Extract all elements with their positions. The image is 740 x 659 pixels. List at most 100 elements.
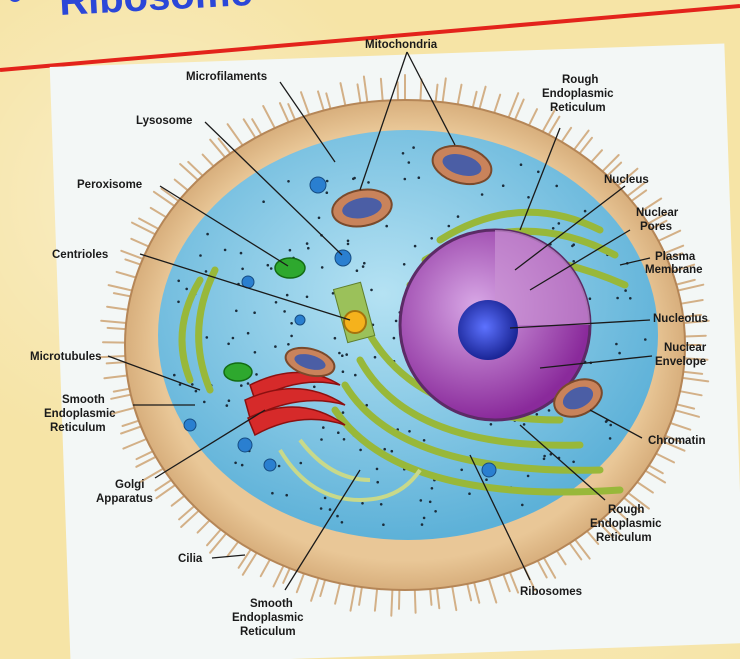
ribosome-dot — [173, 374, 176, 377]
ribosome-dot — [431, 487, 434, 490]
ribosome-dot — [232, 337, 235, 340]
ribosome-dot — [241, 464, 244, 467]
ribosome-dot — [395, 320, 398, 323]
label-smooth-er-bottom-3: Reticulum — [240, 626, 296, 638]
ribosome-dot — [393, 337, 396, 340]
ribosome-dot — [527, 196, 530, 199]
ribosome-dot — [391, 450, 394, 453]
ribosome-dot — [380, 503, 383, 506]
ribosome-dot — [359, 449, 362, 452]
label-centrioles: Centrioles — [52, 249, 108, 261]
ribosome-dot — [457, 215, 460, 218]
ribosome-dot — [376, 468, 379, 471]
label-lysosome: Lysosome — [136, 115, 192, 127]
ribosome-dot — [271, 492, 274, 495]
label-smooth-er-left-1: Smooth — [62, 394, 105, 406]
ribosome-dot — [414, 245, 417, 248]
ribosome-dot — [345, 353, 348, 356]
ribosome-dot — [543, 455, 546, 458]
ribosome-dot — [326, 180, 329, 183]
ribosome-dot — [274, 345, 277, 348]
label-smooth-er-bottom-1: Smooth — [250, 598, 293, 610]
ribosome-dot — [306, 242, 309, 245]
label-mitochondria: Mitochondria — [365, 39, 438, 51]
label-smooth-er-left-3: Reticulum — [50, 422, 106, 434]
ribosome-dot — [408, 430, 411, 433]
ribosome-dot — [285, 494, 288, 497]
ribosome-dot — [468, 492, 471, 495]
ribosome-dot — [572, 260, 575, 263]
ribosome-dot — [322, 426, 325, 429]
ribosome-dot — [552, 227, 555, 230]
ribosome-dot — [206, 336, 209, 339]
ribosome-dot — [403, 263, 406, 266]
ribosome-dot — [558, 222, 561, 225]
label-peroxisome: Peroxisome — [77, 179, 142, 191]
label-chromatin: Chromatin — [648, 435, 706, 447]
ribosome-dot — [624, 289, 627, 292]
ribosome-dot — [421, 523, 424, 526]
ribosome-dot — [354, 374, 357, 377]
ribosome-dot — [460, 469, 463, 472]
ribosome-dot — [536, 413, 539, 416]
ribosome-dot — [341, 354, 344, 357]
ribosome-dot — [185, 288, 188, 291]
ribosome-dot — [618, 352, 621, 355]
ribosome-dot — [275, 301, 278, 304]
label-rough-er-bottom-2: Endoplasmic — [590, 518, 662, 530]
label-nuclear-pores-1: Nuclear — [636, 207, 679, 219]
ribosome-dot — [572, 243, 575, 246]
cilium — [430, 589, 431, 605]
ribosome-dot — [199, 254, 202, 257]
label-smooth-er-left-2: Endoplasmic — [44, 408, 116, 420]
ribosome-dot — [247, 382, 250, 385]
ribosome-dot — [334, 337, 337, 340]
label-rough-er-bottom-1: Rough — [608, 504, 644, 516]
ribosome-dot — [616, 297, 619, 300]
ribosome-dot — [306, 296, 309, 299]
ribosome-dot — [490, 423, 493, 426]
ribosome-dot — [502, 184, 505, 187]
ribosome-dot — [609, 424, 612, 427]
label-microtubules: Microtubules — [30, 351, 102, 363]
ribosome-dot — [629, 297, 632, 300]
label-rough-er-top-3: Reticulum — [550, 102, 606, 114]
ribosome-dot — [448, 225, 451, 228]
ribosome-dot — [362, 265, 365, 268]
cilium — [108, 328, 126, 329]
ribosome-dot — [423, 517, 426, 520]
ribosome-dot — [290, 335, 293, 338]
ribosome-dot — [342, 411, 345, 414]
ribosome-dot — [523, 423, 526, 426]
ribosome-dot — [481, 193, 484, 196]
ribosome-dot — [320, 507, 323, 510]
ribosome-dot — [644, 338, 647, 341]
ribosome-dot — [270, 267, 273, 270]
ribosome-dot — [240, 384, 243, 387]
cilium — [107, 362, 126, 363]
ribosome-dot — [543, 458, 546, 461]
ribosome-dot — [423, 439, 426, 442]
ribosome-dot — [347, 243, 350, 246]
label-nucleus: Nucleus — [604, 174, 649, 186]
label-golgi-1: Golgi — [115, 479, 144, 491]
ribosome-dot — [347, 240, 350, 243]
ribosome-dot — [267, 264, 270, 267]
label-plasma-membrane-1: Plasma — [655, 251, 696, 263]
ribosome-dot — [418, 176, 421, 179]
ribosome-dot — [338, 352, 341, 355]
label-smooth-er-bottom-2: Endoplasmic — [232, 612, 304, 624]
ribosome-dot — [341, 521, 344, 524]
ribosome-dot — [430, 237, 433, 240]
ribosome-dot — [412, 146, 415, 149]
label-plasma-membrane-2: Membrane — [645, 264, 703, 276]
ribosome-dot — [191, 383, 194, 386]
label-nuclear-envelope-2: Envelope — [655, 356, 706, 368]
ribosome-dot — [402, 152, 405, 155]
ribosome-dot — [363, 262, 366, 265]
ribosome-dot — [253, 311, 256, 314]
label-rough-er-top-2: Endoplasmic — [542, 88, 614, 100]
ribosome-dot — [313, 386, 316, 389]
ribosome-dot — [385, 225, 388, 228]
